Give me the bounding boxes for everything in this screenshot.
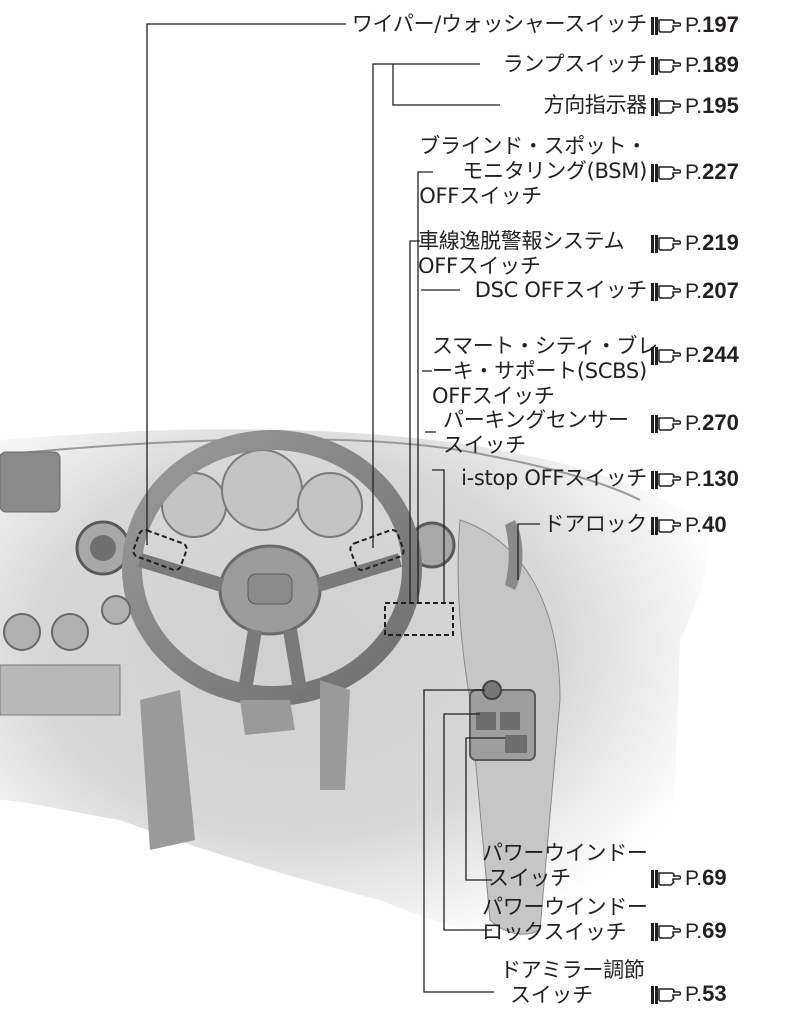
page-number: 227 <box>702 159 739 184</box>
page-prefix: P. <box>685 983 703 1006</box>
page-number: 189 <box>702 52 739 77</box>
callout-label-line: OFFスイッチ <box>418 254 541 278</box>
pointing-hand-reference-icon <box>651 283 681 301</box>
callout-label-line: パーキングセンサー <box>443 408 629 432</box>
page-reference[interactable]: P.189 <box>651 52 739 78</box>
callout-label-line: DSC OFFスイッチ <box>474 278 648 302</box>
callout-label-line: パワーウインドー <box>482 841 648 865</box>
page-reference[interactable]: P.244 <box>651 342 739 368</box>
callout-parking-sensor-switch: パーキングセンサー スイッチ <box>443 408 629 458</box>
page-prefix: P. <box>685 920 703 943</box>
pointing-hand-reference-icon <box>651 923 681 941</box>
callout-power-window-lock-switch: パワーウインドー ロックスイッチ <box>482 895 648 945</box>
page-number: 130 <box>702 466 739 491</box>
page-reference[interactable]: P.197 <box>651 12 739 38</box>
callout-istop-off-switch: i-stop OFFスイッチ <box>461 466 647 491</box>
callout-dsc-off-switch: DSC OFFスイッチ <box>474 278 648 303</box>
callout-wiper-washer-switch: ワイパー/ウォッシャースイッチ <box>352 12 647 37</box>
callout-label-line: モニタリング(BSM) <box>462 159 647 183</box>
page-prefix: P. <box>685 344 703 367</box>
page-reference[interactable]: P.69 <box>651 865 727 891</box>
pointing-hand-reference-icon <box>651 164 681 182</box>
page-reference[interactable]: P.219 <box>651 230 739 256</box>
callout-label-line: スイッチ <box>443 433 526 457</box>
page-number: 69 <box>702 865 727 890</box>
pointing-hand-reference-icon <box>651 98 681 116</box>
callout-power-window-switch: パワーウインドー スイッチ <box>482 841 648 891</box>
page-prefix: P. <box>685 412 703 435</box>
callout-label-line: スイッチ <box>488 866 571 890</box>
callout-door-lock: ドアロック <box>544 512 648 537</box>
page-number: 207 <box>702 278 739 303</box>
callout-scbs-off-switch: スマート・シティ・ブレ ーキ・サポート(SCBS) OFFスイッチ <box>432 334 658 409</box>
page-prefix: P. <box>685 514 703 537</box>
callout-label-line: OFFスイッチ <box>432 384 555 408</box>
pointing-hand-reference-icon <box>651 471 681 489</box>
page-number: 69 <box>702 918 727 943</box>
callout-label-line: i-stop OFFスイッチ <box>461 466 647 490</box>
callout-label-line: ドアミラー調節 <box>500 958 645 982</box>
page-reference[interactable]: P.130 <box>651 466 739 492</box>
callout-label-line: 方向指示器 <box>543 93 648 117</box>
page-number: 40 <box>702 512 727 537</box>
page-prefix: P. <box>685 468 703 491</box>
callout-turn-signal: 方向指示器 <box>544 93 648 118</box>
callout-label-line: パワーウインドー <box>482 895 648 919</box>
page-reference[interactable]: P.53 <box>651 981 727 1007</box>
page-prefix: P. <box>685 95 703 118</box>
pointing-hand-reference-icon <box>651 986 681 1004</box>
page-reference[interactable]: P.195 <box>651 93 739 119</box>
callout-label-line: ーキ・サポート(SCBS) <box>432 359 647 383</box>
page-prefix: P. <box>685 161 703 184</box>
page-reference[interactable]: P.270 <box>651 410 739 436</box>
pointing-hand-reference-icon <box>651 235 681 253</box>
callout-door-mirror-switch: ドアミラー調節 スイッチ <box>500 958 645 1008</box>
page-reference[interactable]: P.40 <box>651 512 727 538</box>
callout-label-line: スイッチ <box>510 983 593 1007</box>
page-number: 197 <box>702 12 739 37</box>
page-prefix: P. <box>685 867 703 890</box>
page-reference[interactable]: P.227 <box>651 159 739 185</box>
page-number: 53 <box>702 981 727 1006</box>
page-number: 270 <box>702 410 739 435</box>
callout-bsm-off-switch: ブラインド・スポット・ モニタリング(BSM) OFFスイッチ <box>419 134 647 209</box>
page-prefix: P. <box>685 54 703 77</box>
page-number: 195 <box>702 93 739 118</box>
page-prefix: P. <box>685 14 703 37</box>
pointing-hand-reference-icon <box>651 57 681 75</box>
pointing-hand-reference-icon <box>651 870 681 888</box>
callout-label-line: スマート・シティ・ブレ <box>432 334 658 358</box>
page-prefix: P. <box>685 232 703 255</box>
callout-label-line: OFFスイッチ <box>419 184 542 208</box>
callout-lamp-switch: ランプスイッチ <box>502 52 648 77</box>
pointing-hand-reference-icon <box>651 517 681 535</box>
pointing-hand-reference-icon <box>651 17 681 35</box>
pointing-hand-reference-icon <box>651 347 681 365</box>
page-number: 219 <box>702 230 739 255</box>
callout-label-line: ランプスイッチ <box>502 52 648 76</box>
callout-ldws-off-switch: 車線逸脱警報システム OFFスイッチ <box>418 229 625 279</box>
callout-label-line: ロックスイッチ <box>482 920 627 944</box>
callout-label-line: ドアロック <box>543 512 648 536</box>
callout-label-line: ワイパー/ウォッシャースイッチ <box>351 12 647 36</box>
callout-label-line: 車線逸脱警報システム <box>418 229 625 253</box>
page-reference[interactable]: P.207 <box>651 278 739 304</box>
callout-label-line: ブラインド・スポット・ <box>419 134 647 158</box>
page-prefix: P. <box>685 280 703 303</box>
page-reference[interactable]: P.69 <box>651 918 727 944</box>
page-number: 244 <box>702 342 739 367</box>
pointing-hand-reference-icon <box>651 415 681 433</box>
